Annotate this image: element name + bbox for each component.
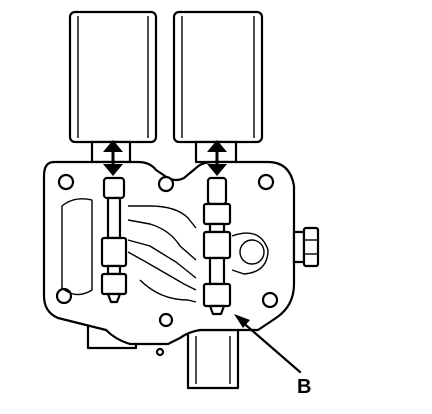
bolt-holes — [55, 173, 279, 357]
callout-b-leader — [234, 314, 302, 374]
left-solenoid — [68, 10, 158, 164]
right-valve-spool — [202, 176, 232, 316]
callout-label-b: B — [297, 376, 311, 398]
left-valve-spool — [100, 176, 128, 304]
fluid-passages — [61, 198, 269, 303]
left-double-arrow-icon — [103, 140, 123, 176]
right-double-arrow-icon — [207, 140, 227, 176]
side-fitting — [292, 226, 320, 268]
valve-body — [42, 160, 296, 346]
right-solenoid — [172, 10, 264, 164]
